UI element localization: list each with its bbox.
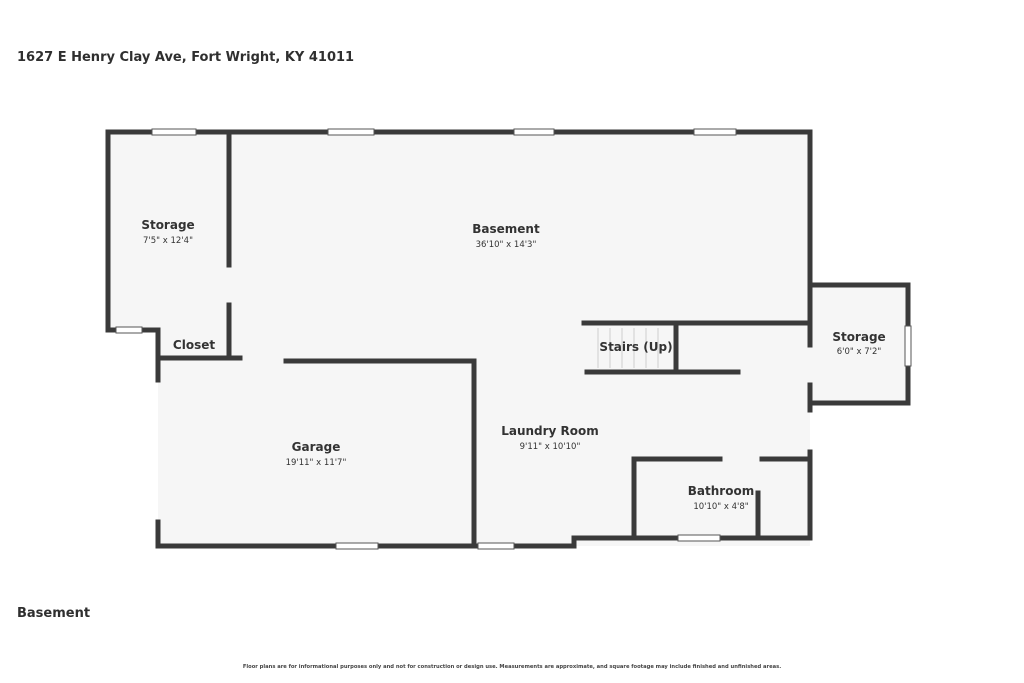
room-dims: 10'10" x 4'8" [693, 502, 748, 512]
room-name: Laundry Room [501, 424, 599, 438]
room-name: Garage [292, 440, 341, 454]
windows [115, 128, 912, 550]
room-name: Basement [472, 222, 540, 236]
stair-treads [597, 328, 659, 368]
room-name: Storage [141, 218, 194, 232]
room-dims: 36'10" x 14'3" [476, 240, 537, 250]
disclaimer: Floor plans are for informational purpos… [242, 664, 782, 670]
room-name: Bathroom [688, 484, 754, 498]
room-dims: 19'11" x 11'7" [286, 458, 347, 468]
room-dims: 7'5" x 12'4" [143, 236, 193, 246]
room-dims: 9'11" x 10'10" [520, 442, 581, 452]
property-address: 1627 E Henry Clay Ave, Fort Wright, KY 4… [17, 50, 355, 65]
room-name: Stairs (Up) [599, 340, 672, 354]
floor-fill [108, 132, 908, 546]
room-name: Closet [173, 338, 215, 352]
room-dims: 6'0" x 7'2" [837, 347, 882, 357]
room-name: Storage [832, 330, 885, 344]
floor-name: Basement [17, 606, 91, 621]
room-labels: Storage 7'5" x 12'4" Basement 36'10" x 1… [141, 218, 885, 512]
